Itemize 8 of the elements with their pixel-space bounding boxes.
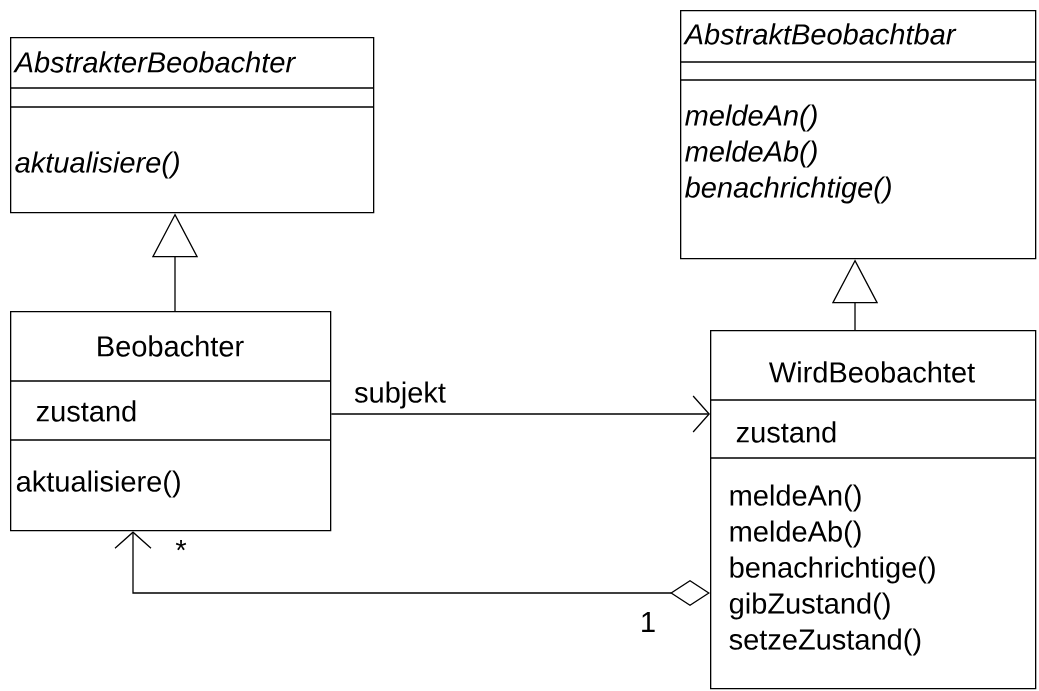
- aggregation-arrow: [114, 531, 710, 606]
- class-box: AbstraktBeobachtbar meldeAn() meldeAb() benachrichtige(): [679, 10, 1037, 260]
- class-box: AbstrakterBeobachter aktualisiere(): [9, 37, 375, 214]
- class-box: WirdBeobachtet zustand meldeAn() meldeAb() benachrichtige() gibZustand() setzeZustand(): [709, 330, 1037, 690]
- association-arrow: [330, 395, 710, 433]
- edge-label: subjekt: [353, 380, 447, 410]
- class-box: Beobachter zustand aktualisiere(): [9, 311, 332, 532]
- multiplicity-label: 1: [642, 612, 655, 632]
